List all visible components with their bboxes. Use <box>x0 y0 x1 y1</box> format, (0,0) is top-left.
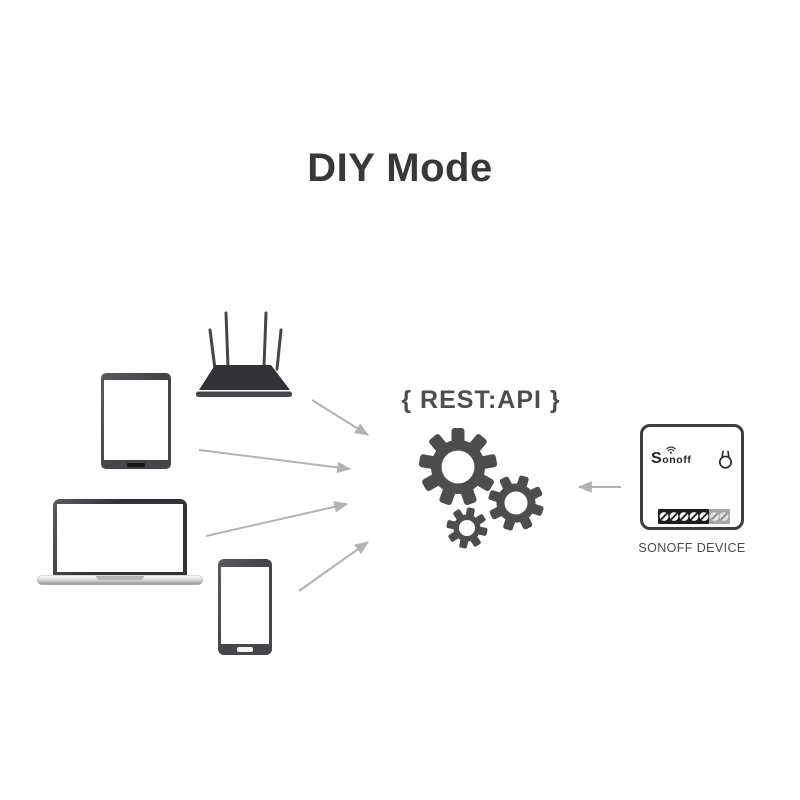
sonoff-logo-wrap: Sonoff <box>651 446 692 467</box>
terminal-strip-icon <box>658 509 730 524</box>
laptop-hinge <box>96 576 144 580</box>
sonoff-logo-row: Sonoff <box>651 446 734 470</box>
smartphone-home-button <box>237 647 253 652</box>
router-body <box>199 365 290 390</box>
gear-medium <box>488 475 544 531</box>
arrow-phone-to-api <box>298 541 369 592</box>
router-antenna <box>262 311 268 369</box>
arrow-router-to-api <box>311 399 369 436</box>
laptop-lid <box>53 499 187 576</box>
tablet-icon <box>101 373 171 469</box>
terminal-screws <box>659 512 729 521</box>
smartphone-icon <box>218 559 272 655</box>
gear-large <box>418 428 498 506</box>
rest-api-label: { REST:API } <box>401 386 561 414</box>
sonoff-device: Sonoff <box>640 424 744 530</box>
gears-icon <box>418 428 544 549</box>
router-antenna <box>208 328 217 371</box>
sonoff-logo: Sonoff <box>651 450 692 467</box>
router-icon <box>196 311 292 397</box>
tablet-screen <box>104 380 168 460</box>
router-antenna <box>275 328 283 371</box>
tablet-home-button <box>127 463 145 467</box>
smartphone-screen <box>221 567 269 644</box>
router-antenna <box>224 311 230 369</box>
laptop-icon <box>37 499 203 585</box>
arrow-laptop-to-api <box>205 501 349 537</box>
router-base <box>196 391 292 397</box>
sonoff-device-label: SONOFF DEVICE <box>638 541 746 555</box>
arrow-tablet-to-api <box>198 449 352 474</box>
page-title: DIY Mode <box>307 146 493 190</box>
pairing-button-icon <box>718 450 733 469</box>
wifi-icon <box>666 446 676 454</box>
gear-small <box>446 507 488 549</box>
laptop-base <box>37 575 203 585</box>
laptop-screen <box>57 504 183 572</box>
